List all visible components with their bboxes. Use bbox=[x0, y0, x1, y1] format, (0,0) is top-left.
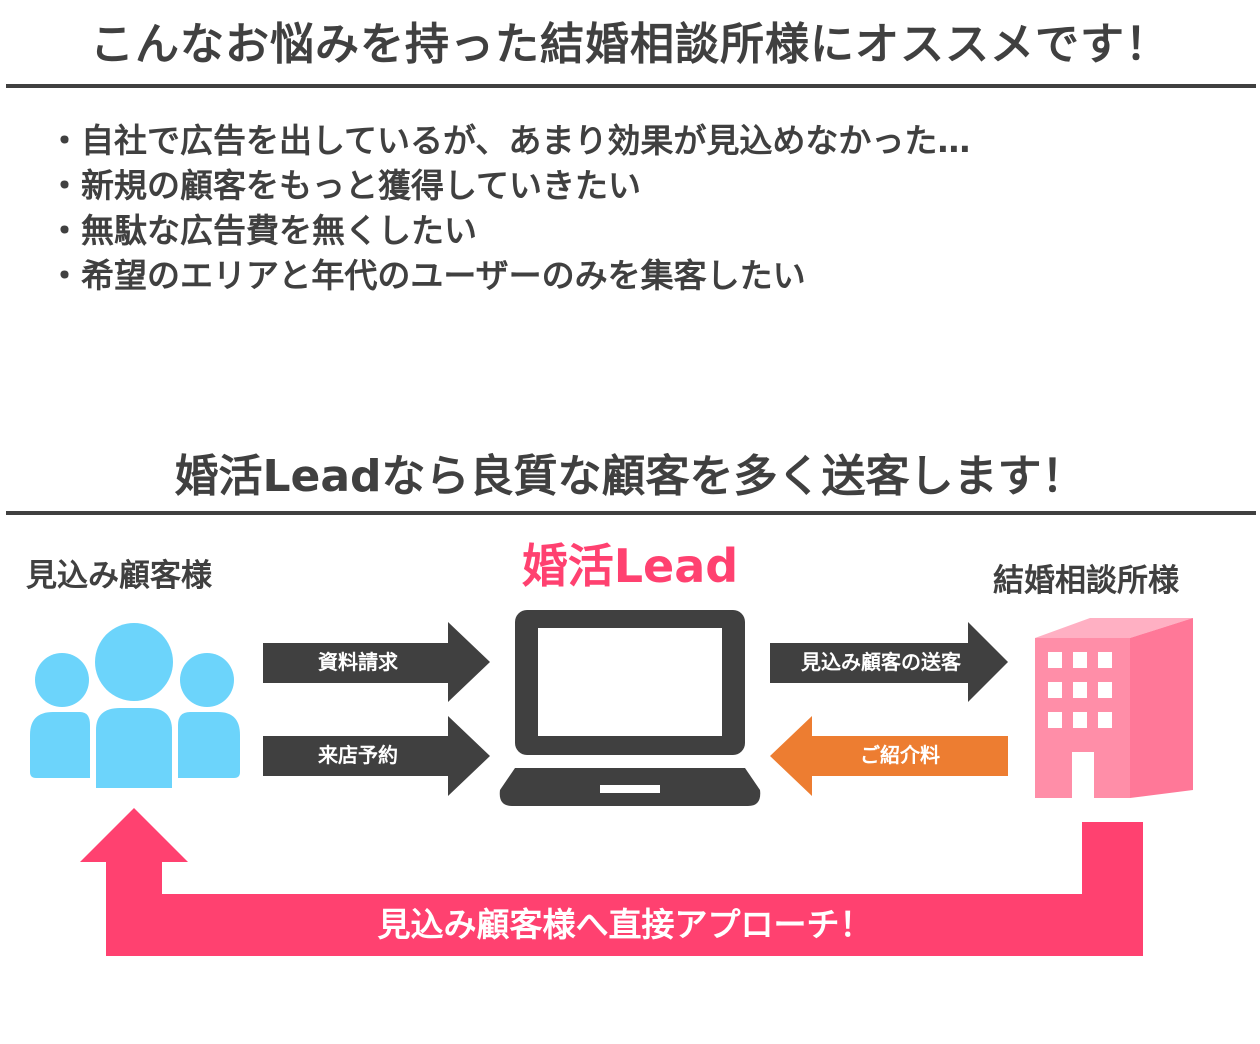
direct-approach-label: 見込み顧客様へ直接アプローチ！ bbox=[377, 905, 873, 944]
section-heading: 婚活Leadなら良質な顧客を多く送客します！ bbox=[174, 451, 1086, 502]
people-icon bbox=[30, 623, 240, 788]
fee-arrow bbox=[770, 716, 1008, 796]
concern-item: ・自社で広告を出しているが、あまり効果が見込めなかった… bbox=[48, 121, 971, 160]
brand-label: 婚活Lead bbox=[521, 539, 739, 593]
section-divider bbox=[6, 511, 1256, 515]
request-arrow bbox=[263, 622, 490, 702]
top-divider bbox=[6, 84, 1256, 88]
fee-arrow-label: ご紹介料 bbox=[860, 743, 940, 767]
concern-item: ・希望のエリアと年代のユーザーのみを集客したい bbox=[48, 256, 806, 295]
direct-approach-arrow bbox=[80, 808, 1143, 956]
laptop-icon bbox=[499, 610, 761, 806]
referral-arrow bbox=[770, 622, 1008, 702]
concern-item: ・新規の顧客をもっと獲得していきたい bbox=[48, 166, 642, 205]
prospect-label: 見込み顧客様 bbox=[26, 558, 212, 594]
agency-label: 結婚相談所様 bbox=[993, 563, 1179, 599]
concern-list: ・自社で広告を出しているが、あまり効果が見込めなかった… ・新規の顧客をもっと獲… bbox=[48, 118, 970, 298]
referral-arrow-label: 見込み顧客の送客 bbox=[801, 650, 961, 674]
top-heading: こんなお悩みを持った結婚相談所様にオススメです！ bbox=[90, 19, 1170, 70]
concern-item: ・無駄な広告費を無くしたい bbox=[48, 211, 477, 250]
building-icon bbox=[1035, 618, 1193, 798]
request-arrow-label: 資料請求 bbox=[318, 650, 398, 674]
reservation-arrow bbox=[263, 716, 490, 796]
reservation-arrow-label: 来店予約 bbox=[318, 743, 398, 767]
